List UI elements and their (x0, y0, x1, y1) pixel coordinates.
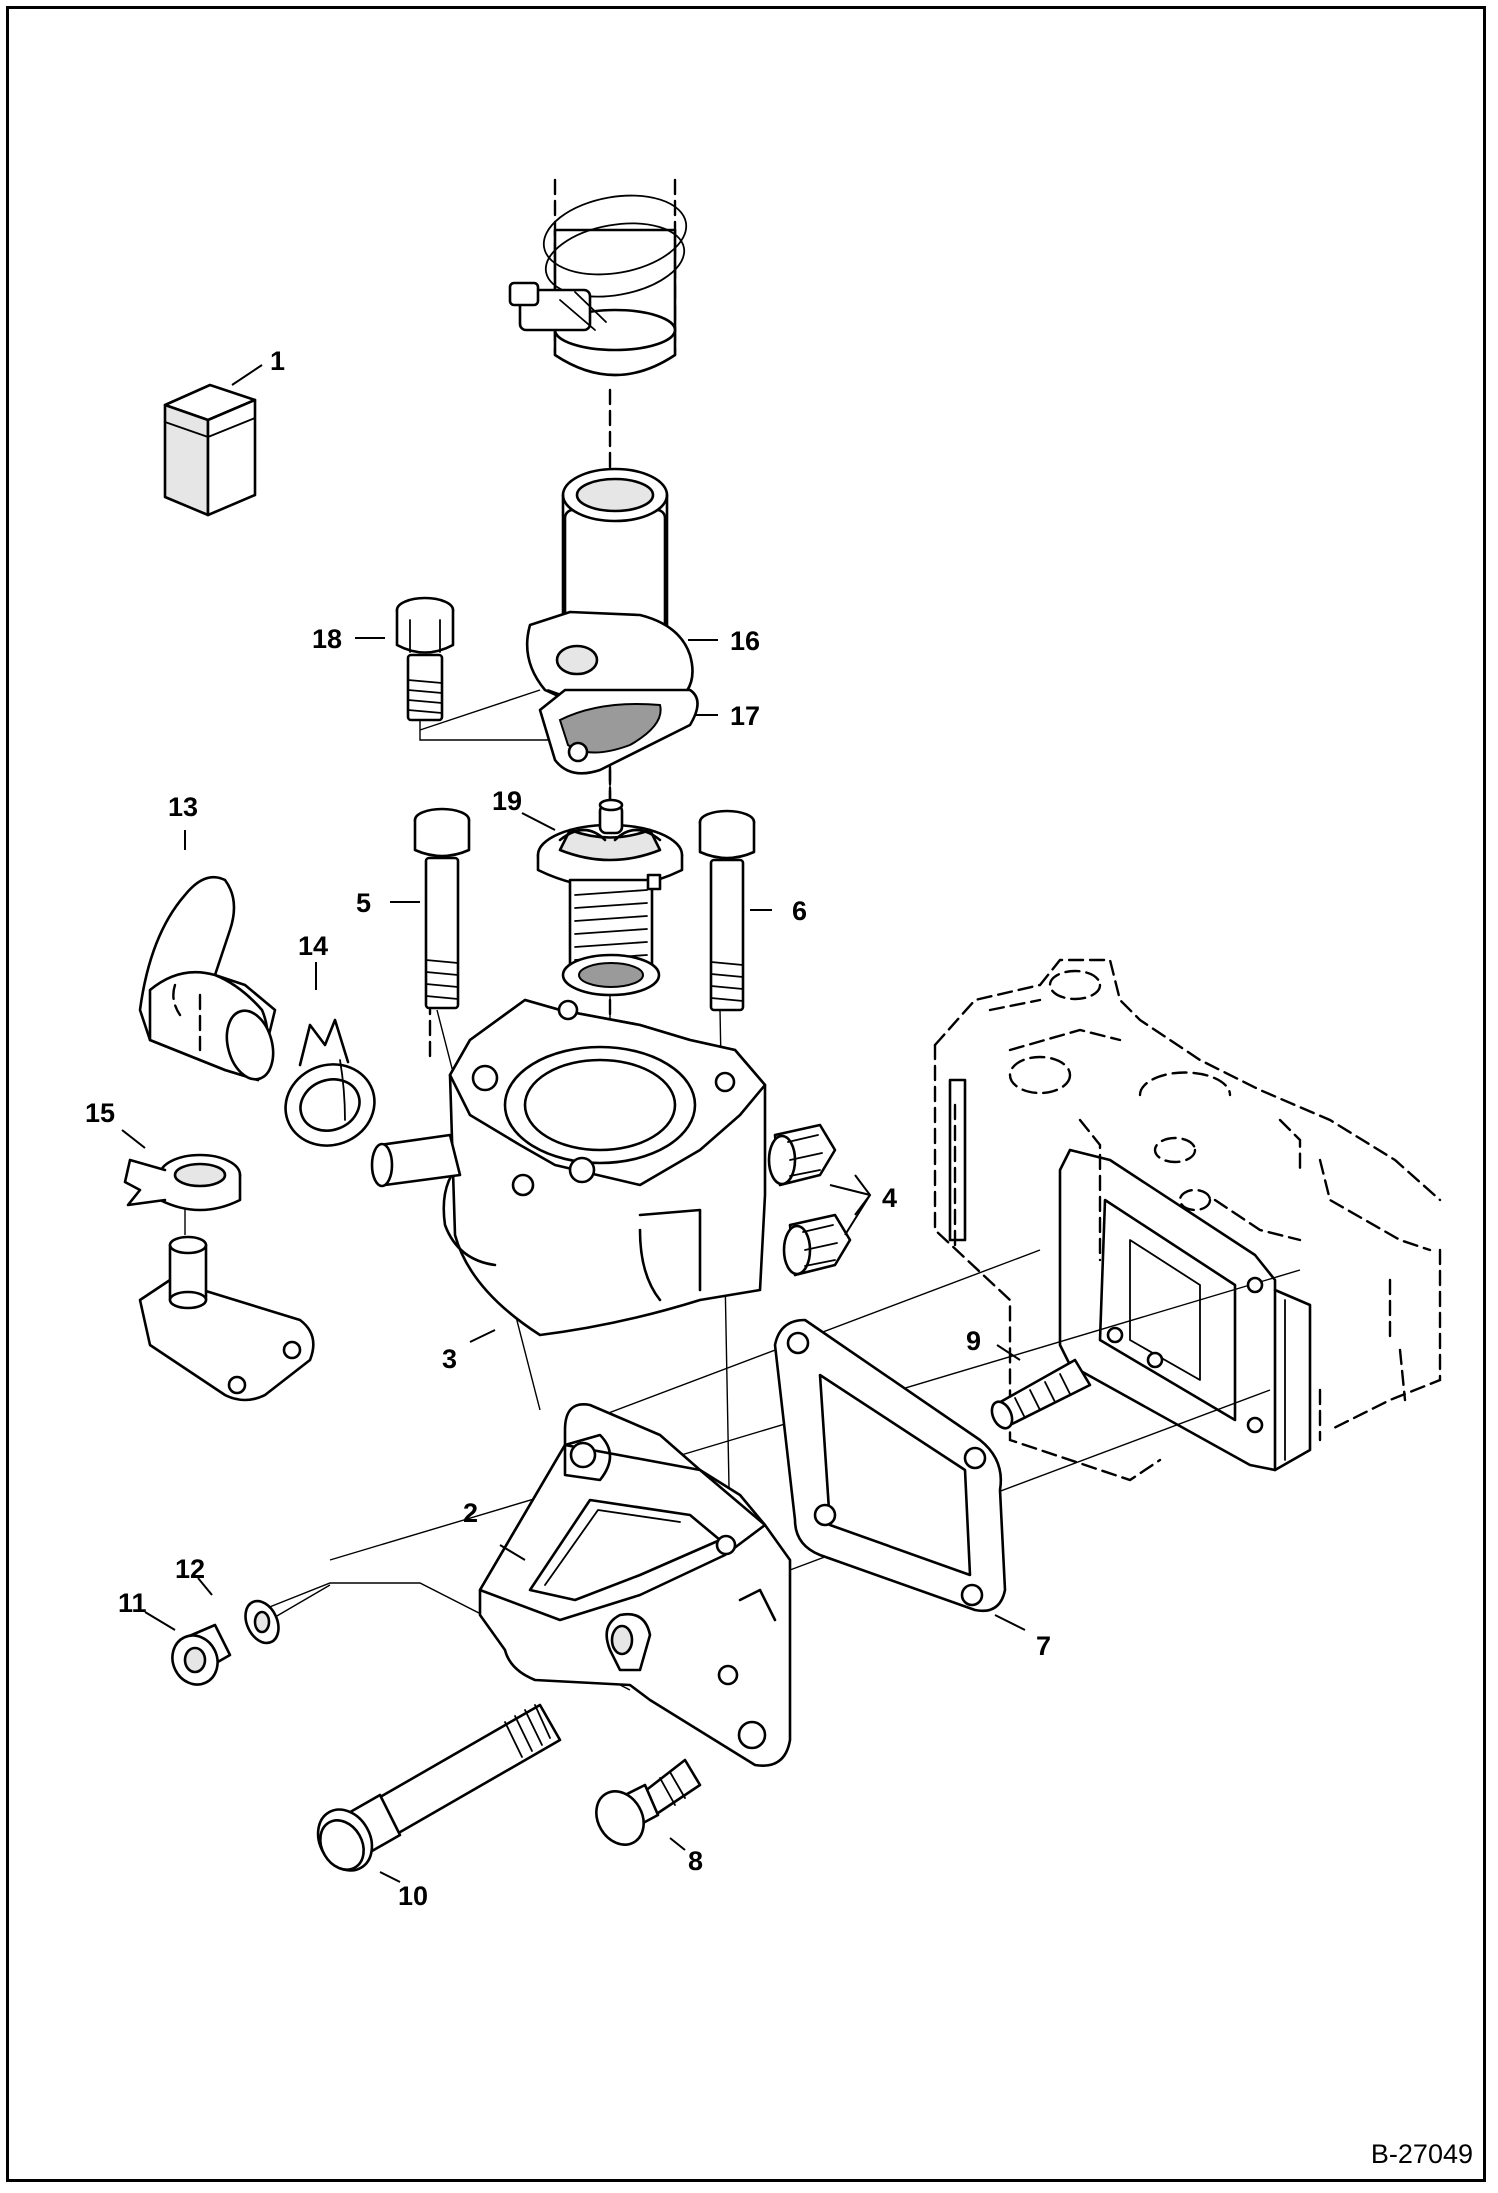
callout-3: 3 (442, 1344, 457, 1374)
callout-4: 4 (882, 1183, 897, 1213)
callout-5: 5 (356, 888, 371, 918)
part-9-stud (990, 1358, 1092, 1430)
part-10-long-bolt (316, 1703, 562, 1872)
engine-block-outline (933, 958, 1442, 1482)
part-2-water-flange (478, 1403, 792, 1768)
callout-10: 10 (398, 1881, 428, 1911)
figure-reference-code: B-27049 (1371, 2139, 1473, 2169)
callout-17: 17 (730, 701, 760, 731)
bypass-pipe-flange (138, 1235, 315, 1402)
part-12-washer (244, 1599, 280, 1645)
part-5-long-bolt (413, 807, 471, 1010)
callout-15: 15 (85, 1098, 115, 1128)
part-16-water-outlet (525, 467, 694, 717)
callout-6: 6 (792, 896, 807, 926)
callout-7: 7 (1036, 1631, 1051, 1661)
part-6-long-bolt (698, 809, 756, 1012)
part-4-plugs (767, 1123, 852, 1277)
part-11-nut (171, 1623, 232, 1686)
callout-12: 12 (175, 1554, 205, 1584)
upper-hose (508, 178, 688, 377)
callout-8: 8 (688, 1846, 703, 1876)
part-17-gasket (538, 688, 699, 775)
part-14-hose-clamp (284, 1018, 376, 1147)
part-8-bolt (595, 1758, 702, 1846)
assembly-centerlines (184, 388, 1301, 1691)
callout-labels: 1 2 3 4 5 6 7 8 9 10 11 12 13 14 15 16 1… (85, 346, 1051, 1911)
page-border (6, 6, 1486, 2182)
part-19-thermostat (536, 798, 684, 997)
callout-16: 16 (730, 626, 760, 656)
part-7-gasket (773, 1318, 1007, 1613)
callout-13: 13 (168, 792, 198, 822)
part-3-thermostat-housing (370, 998, 767, 1337)
callout-1: 1 (270, 346, 285, 376)
callout-18: 18 (312, 624, 342, 654)
part-1-sealant-block (163, 383, 257, 517)
callout-2: 2 (463, 1498, 478, 1528)
callout-9: 9 (966, 1326, 981, 1356)
part-15-hose-clamp (123, 1153, 242, 1212)
part-13-bypass-hose (138, 875, 277, 1082)
callout-leaders (121, 364, 1026, 1883)
callout-19: 19 (492, 786, 522, 816)
callout-11: 11 (118, 1588, 147, 1618)
part-18-bolt (395, 596, 541, 731)
callout-14: 14 (298, 931, 328, 961)
